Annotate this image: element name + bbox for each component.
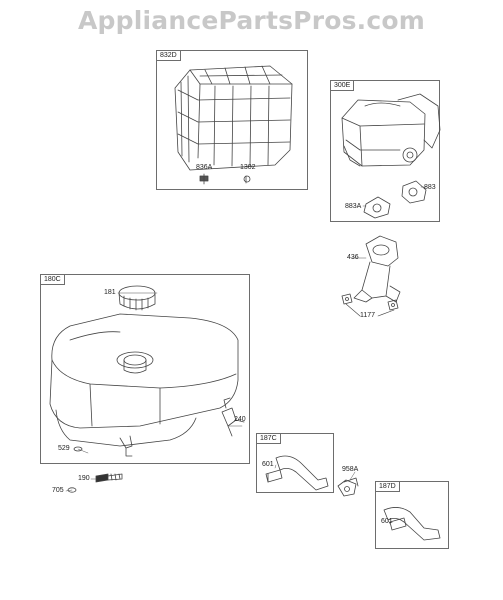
part-label-436: 436 [347, 254, 359, 261]
part-label-705: 705 [52, 487, 64, 494]
part-label-1177: 1177 [360, 312, 376, 319]
hose-601-a[interactable] [265, 455, 329, 491]
group-box-300e: 300E [330, 80, 440, 222]
group-box-187d: 187D [375, 481, 449, 549]
group-box-187c: 187C [256, 433, 334, 493]
washer-705-icon[interactable] [67, 487, 77, 493]
group-box-180c: 180C [40, 274, 250, 464]
screw-836a-icon[interactable] [199, 173, 209, 185]
part-label-883: 883 [424, 184, 436, 191]
site-watermark: AppliancePartsPros.com [77, 6, 426, 35]
part-label-240: 240 [234, 416, 246, 423]
part-label-1302: 1302 [240, 164, 256, 171]
group-label-187c: 187C [257, 434, 281, 444]
fuel-tank[interactable] [49, 313, 239, 457]
fuel-valve-240[interactable] [221, 397, 245, 437]
group-label-300e: 300E [331, 81, 355, 91]
part-label-958a: 958A [342, 466, 359, 473]
group-label-180c: 180C [41, 275, 65, 285]
clamp-958a[interactable] [337, 477, 359, 497]
muffler[interactable] [341, 93, 441, 167]
group-label-187d: 187D [376, 482, 400, 492]
screw-1302-icon[interactable] [243, 175, 251, 184]
nut-1177-right-icon[interactable] [387, 299, 399, 311]
muffler-guard-cage[interactable] [174, 65, 293, 171]
fuel-cap-181[interactable] [118, 285, 156, 311]
group-label-832d: 832D [157, 51, 181, 61]
bolt-190[interactable] [95, 473, 123, 483]
part-label-529: 529 [58, 445, 70, 452]
part-label-601-a: 601 [262, 461, 274, 468]
part-label-190: 190 [78, 475, 90, 482]
exhaust-elbow-436[interactable] [353, 235, 401, 303]
part-label-601-b: 601 [381, 518, 393, 525]
part-label-836a: 836A [196, 164, 213, 171]
washer-529-icon[interactable] [73, 446, 83, 452]
part-label-181: 181 [104, 289, 116, 296]
nut-1177-left-icon[interactable] [341, 293, 353, 305]
gasket-883-icon[interactable] [401, 180, 427, 204]
gasket-883a-icon[interactable] [363, 196, 391, 219]
part-label-883a: 883A [345, 203, 362, 210]
hose-601-b[interactable] [383, 507, 441, 541]
